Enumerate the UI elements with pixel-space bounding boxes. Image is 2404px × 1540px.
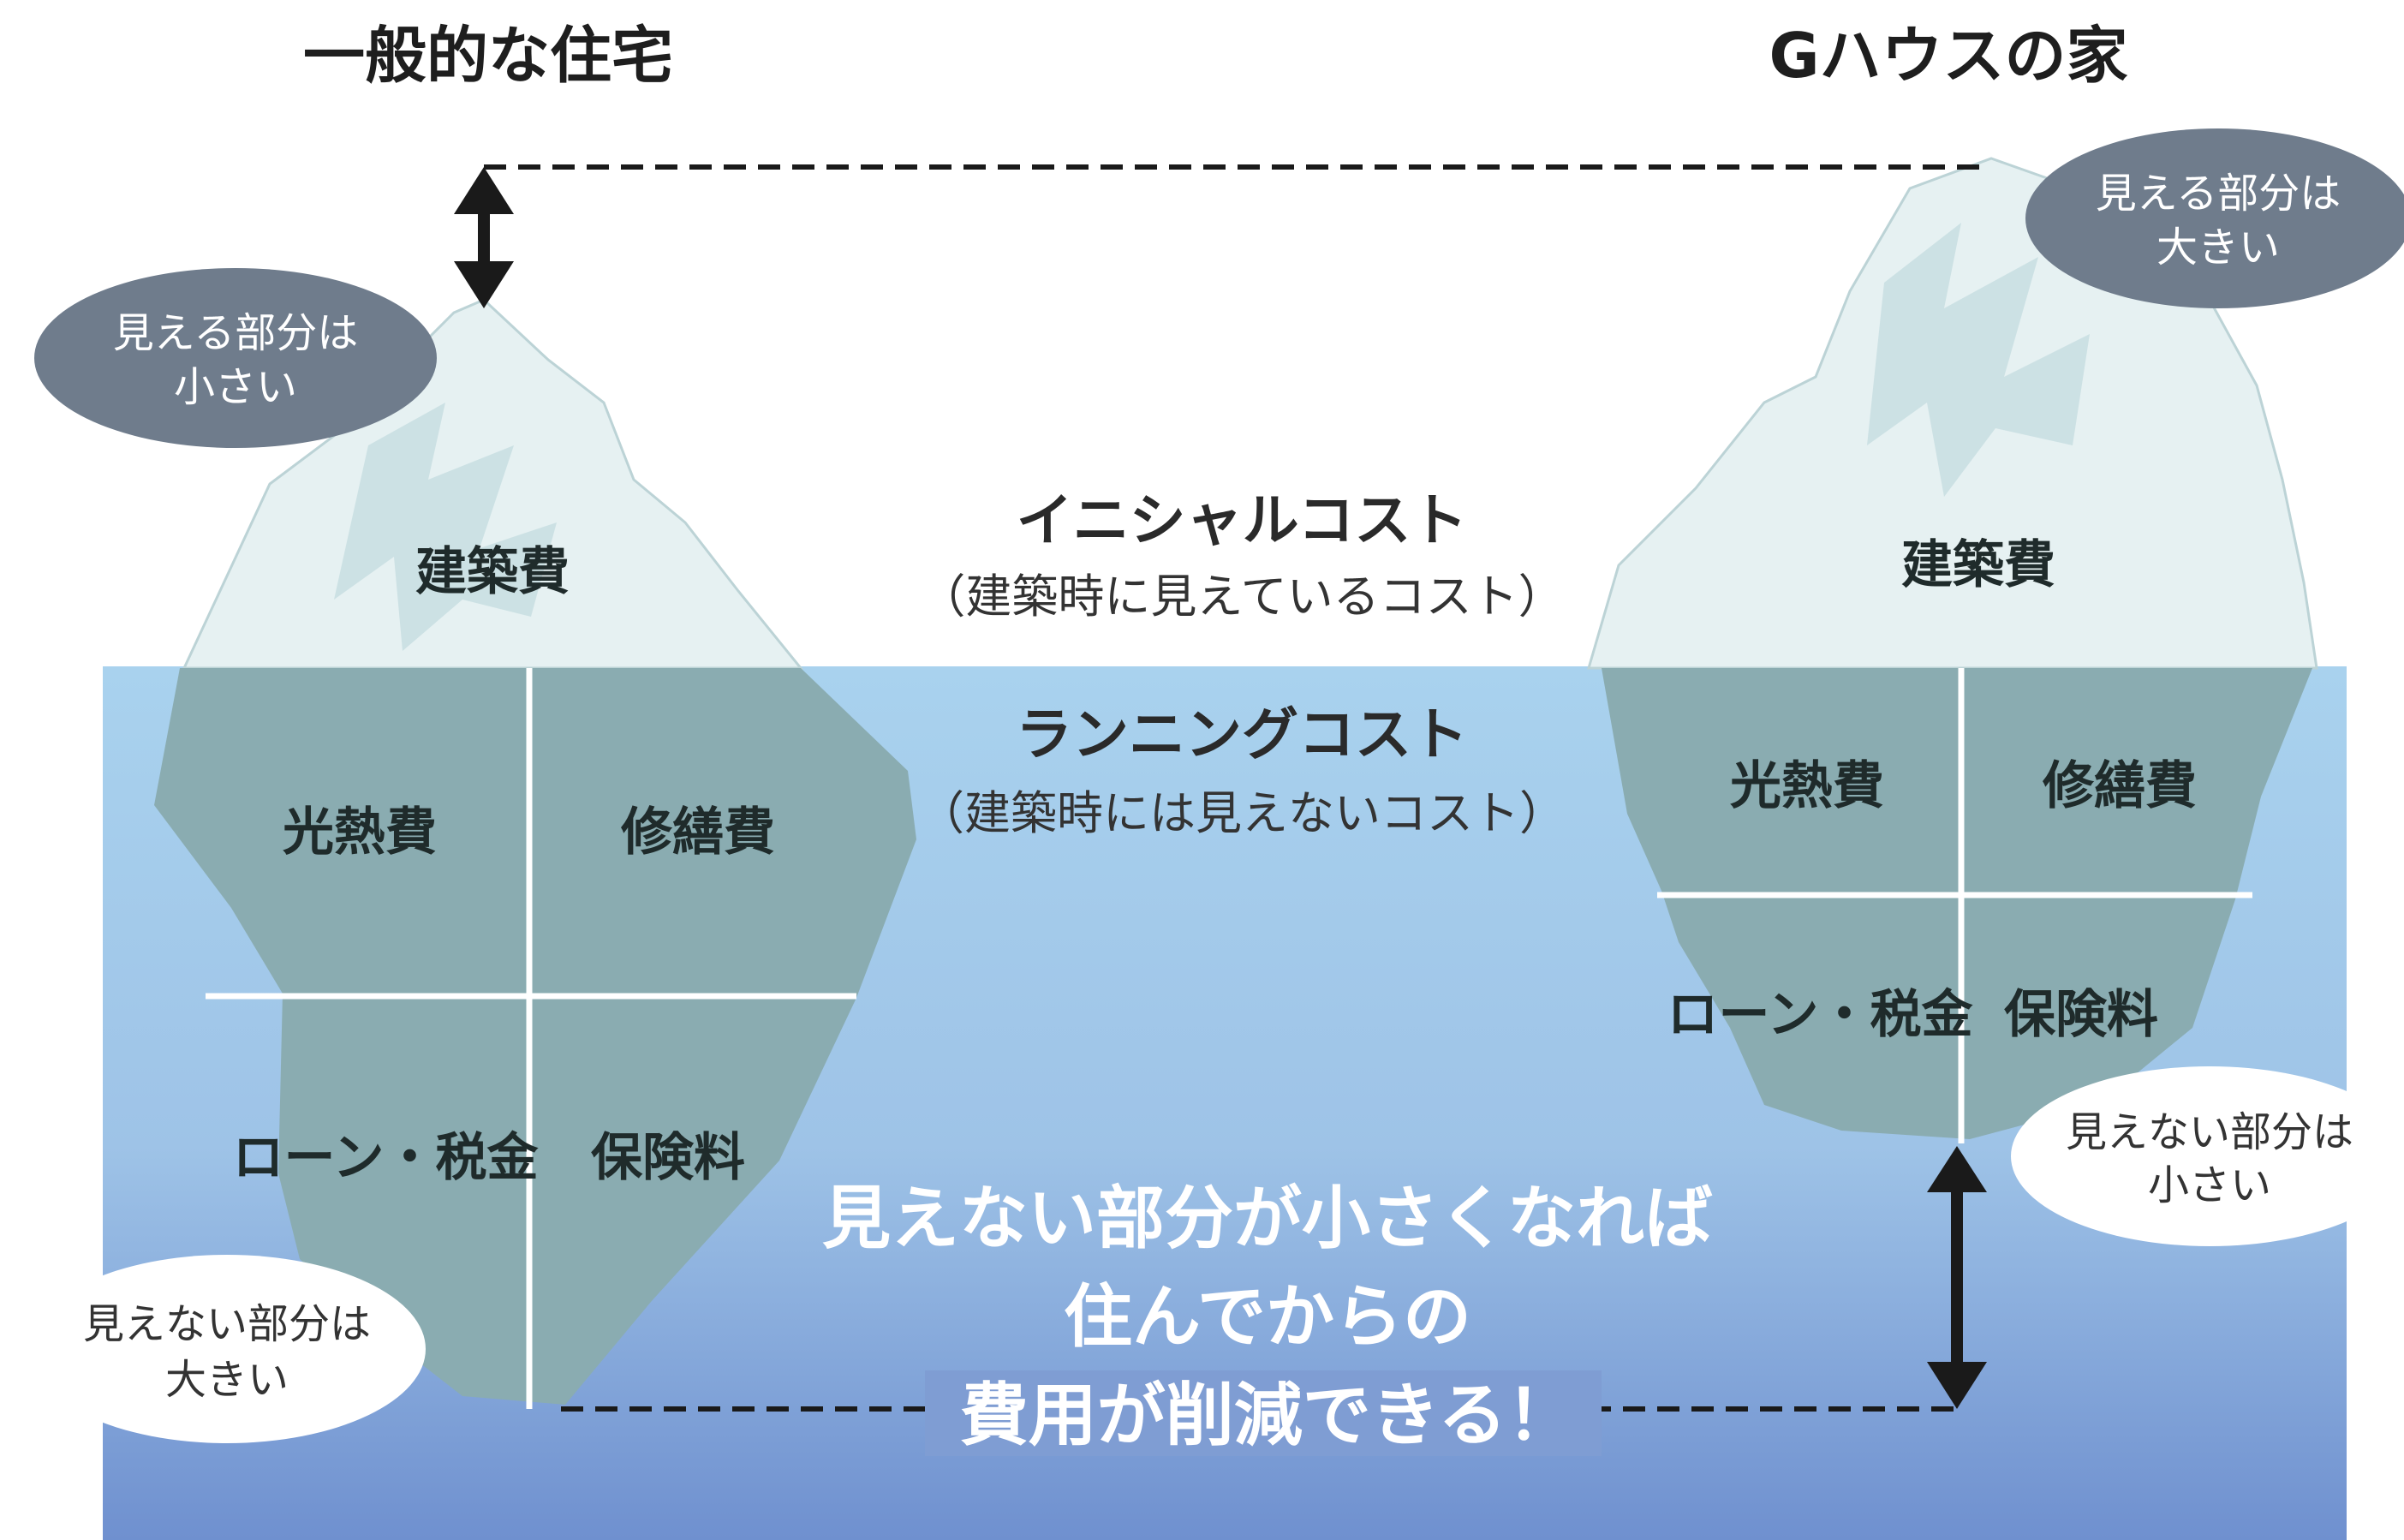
right-iceberg-underwater: [1602, 668, 2312, 1139]
left-height-arrow: [454, 167, 514, 308]
message-line-2: 住んでからの: [1064, 1277, 1471, 1357]
initial-cost-subtitle: （建築時に見えているコスト）: [919, 570, 1564, 624]
message-line-3-backdrop: [925, 1370, 1602, 1456]
left-cell-loan-tax: ローン・税金: [233, 1128, 540, 1188]
right-iceberg-tip-shading: [1867, 223, 2090, 497]
right-tip-label: 建築費: [1901, 535, 2055, 595]
right-depth-arrow: [1927, 1146, 1987, 1409]
message-line-3: 費用が削減できる！: [960, 1376, 1575, 1455]
right-visible-bubble-line1: 見える部分は: [2096, 170, 2341, 218]
left-hidden-bubble: 見えない部分は 大きい: [28, 1255, 426, 1443]
right-cell-repairs: 修繕費: [2043, 756, 2197, 816]
left-iceberg: [154, 298, 916, 1409]
right-visible-bubble: 見える部分は 大きい: [2025, 128, 2404, 308]
left-iceberg-underwater: [154, 668, 916, 1405]
left-visible-bubble-line2: 小さい: [174, 363, 297, 411]
left-visible-bubble-line1: 見える部分は: [113, 309, 359, 357]
left-tip-label: 建築費: [415, 542, 570, 602]
right-visible-bubble-line2: 大きい: [2156, 224, 2280, 272]
right-cell-utilities: 光熱費: [1730, 756, 1884, 816]
initial-cost-title: イニシャルコスト: [1017, 487, 1468, 553]
running-cost-title: ランニングコスト: [1016, 701, 1468, 767]
right-hidden-bubble-line2: 小さい: [2148, 1161, 2271, 1209]
left-cell-insurance: 保険料: [591, 1128, 745, 1188]
left-visible-bubble: 見える部分は 小さい: [34, 268, 437, 448]
left-hidden-bubble-line1: 見えない部分は: [83, 1300, 371, 1348]
running-cost-subtitle: （建築時には見えないコスト）: [918, 786, 1566, 840]
left-cell-utilities: 光熱費: [283, 803, 437, 863]
right-cell-insurance: 保険料: [2004, 985, 2158, 1045]
right-hidden-bubble-line1: 見えない部分は: [2066, 1108, 2353, 1156]
right-hidden-bubble: 見えない部分は 小さい: [2011, 1066, 2404, 1246]
message-line-1: 見えない部分が小さくなれば: [822, 1179, 1713, 1258]
left-title: 一般的な住宅: [303, 20, 673, 92]
left-hidden-bubble-line2: 大きい: [165, 1356, 289, 1404]
left-cell-repairs: 修繕費: [621, 803, 775, 863]
right-title: Gハウスの家: [1769, 20, 2127, 92]
right-cell-loan-tax: ローン・税金: [1667, 985, 1974, 1045]
left-iceberg-tip-shading: [334, 403, 557, 651]
